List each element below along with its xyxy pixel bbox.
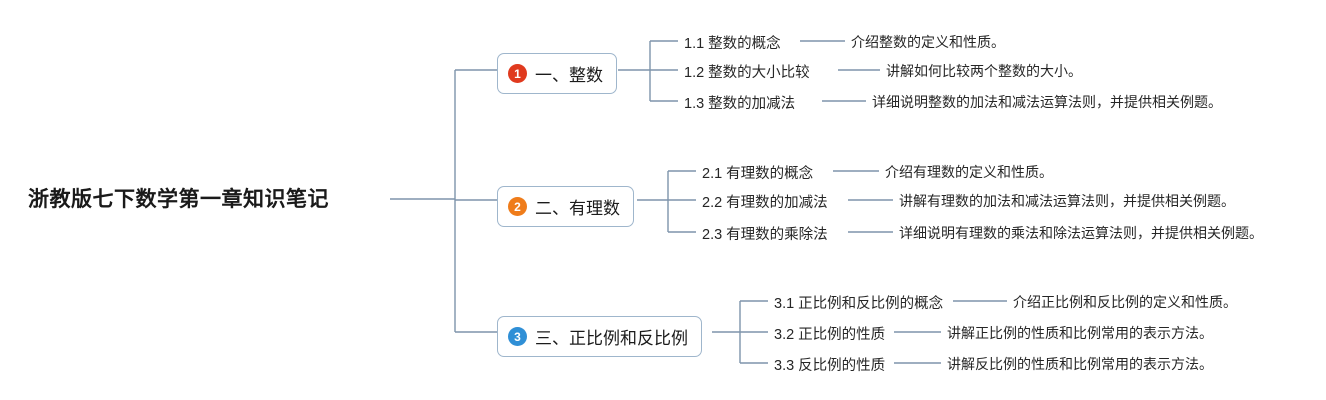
topic-node-1-1[interactable]: 1.1 整数的概念 [684, 36, 781, 52]
branch-badge-3: 3 [508, 327, 527, 346]
branch-title-1: 一、整数 [535, 66, 603, 85]
topic-node-3-3[interactable]: 3.3 反比例的性质 [774, 358, 886, 374]
root-node[interactable]: 浙教版七下数学第一章知识笔记 [28, 188, 329, 211]
topic-node-2-2[interactable]: 2.2 有理数的加减法 [702, 195, 828, 211]
topic-node-1-2[interactable]: 1.2 整数的大小比较 [684, 65, 810, 81]
topic-node-2-3[interactable]: 2.3 有理数的乘除法 [702, 227, 828, 243]
detail-node-3-3[interactable]: 讲解反比例的性质和比例常用的表示方法。 [947, 356, 1213, 372]
topic-node-1-3[interactable]: 1.3 整数的加减法 [684, 96, 796, 112]
detail-node-3-1[interactable]: 介绍正比例和反比例的定义和性质。 [1013, 294, 1237, 310]
detail-node-2-1[interactable]: 介绍有理数的定义和性质。 [885, 164, 1053, 180]
branch-badge-2: 2 [508, 197, 527, 216]
detail-node-2-3[interactable]: 详细说明有理数的乘法和除法运算法则，并提供相关例题。 [899, 225, 1263, 241]
detail-node-1-3[interactable]: 详细说明整数的加法和减法运算法则，并提供相关例题。 [872, 94, 1222, 110]
branch-badge-1: 1 [508, 64, 527, 83]
detail-node-3-2[interactable]: 讲解正比例的性质和比例常用的表示方法。 [947, 325, 1213, 341]
branch-node-3[interactable]: 3 三、正比例和反比例 [497, 316, 702, 357]
detail-node-1-2[interactable]: 讲解如何比较两个整数的大小。 [886, 63, 1082, 79]
detail-node-1-1[interactable]: 介绍整数的定义和性质。 [851, 34, 1005, 50]
branch-node-2[interactable]: 2 二、有理数 [497, 186, 634, 227]
topic-node-2-1[interactable]: 2.1 有理数的概念 [702, 166, 814, 182]
branch-title-2: 二、有理数 [535, 199, 620, 218]
branch-node-1[interactable]: 1 一、整数 [497, 53, 617, 94]
topic-node-3-2[interactable]: 3.2 正比例的性质 [774, 327, 886, 343]
branch-title-3: 三、正比例和反比例 [535, 329, 688, 348]
detail-node-2-2[interactable]: 讲解有理数的加法和减法运算法则，并提供相关例题。 [899, 193, 1235, 209]
topic-node-3-1[interactable]: 3.1 正比例和反比例的概念 [774, 296, 944, 312]
